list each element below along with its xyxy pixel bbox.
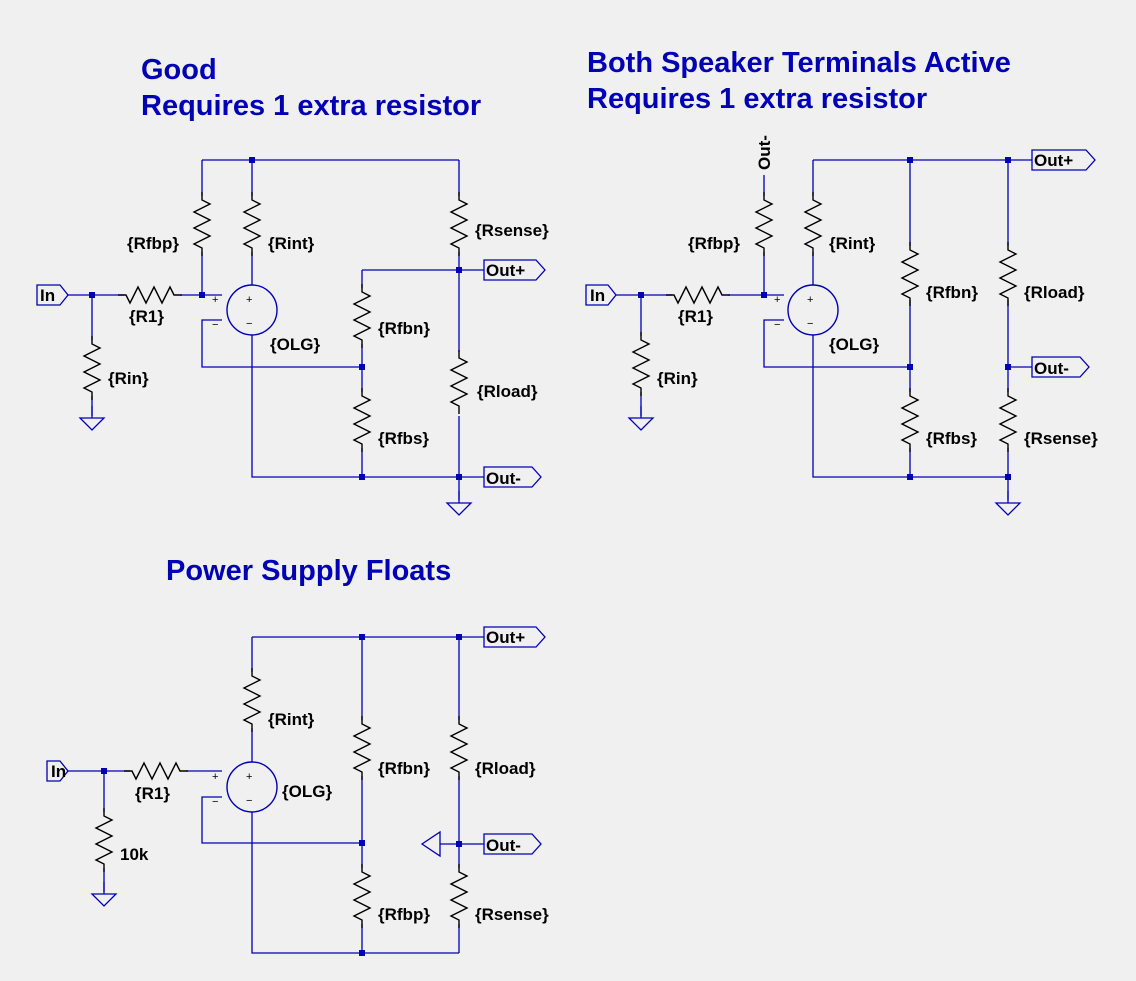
flag-out-minus <box>1031 356 1090 378</box>
label-rfbp: {Rfbp} <box>378 905 430 924</box>
ground-icon <box>628 405 654 431</box>
title-both-terminals: Both Speaker Terminals Active <box>587 47 1011 79</box>
resistor-r1 <box>123 762 189 780</box>
circuit-good: + − + − In {Rfbp} {Rint} {Rsense} {R1} {… <box>36 157 549 516</box>
resistor-rin <box>83 335 101 401</box>
resistor-10k <box>95 807 113 873</box>
svg-text:−: − <box>212 796 218 808</box>
title-good: Good <box>141 54 217 86</box>
label-olg: {OLG} <box>282 782 332 801</box>
label-out-minus-vertical: Out- <box>755 135 774 170</box>
ground-icon <box>79 405 105 431</box>
flag-out-plus <box>483 626 546 648</box>
label-olg: {OLG} <box>829 335 879 354</box>
circuit-both-terminals: + − + − In Out- {Rfbp} {Rint} {R1} {Rin}… <box>585 135 1098 516</box>
subtitle-both-terminals: Requires 1 extra resistor <box>587 83 927 115</box>
svg-text:+: + <box>774 294 780 306</box>
label-rfbs: {Rfbs} <box>926 429 977 448</box>
flag-out-plus <box>483 259 546 281</box>
label-rfbn: {Rfbn} <box>926 283 978 302</box>
resistor-r1 <box>117 286 183 304</box>
ground-icon <box>91 881 117 907</box>
flag-out-minus <box>483 466 542 488</box>
svg-text:+: + <box>212 771 218 783</box>
resistor-rfbp <box>193 191 211 257</box>
label-out-plus: Out+ <box>1034 151 1073 170</box>
resistor-r1 <box>665 286 731 304</box>
resistor-rload <box>999 241 1017 307</box>
resistor-rfbp <box>755 191 773 257</box>
label-out-minus: Out- <box>1034 359 1069 378</box>
opamp-olg <box>787 284 839 336</box>
flag-in <box>36 284 69 306</box>
opamp-plus-pin: + <box>246 294 252 306</box>
resistor-rfbp <box>353 863 371 929</box>
ground-icon <box>995 490 1021 516</box>
resistor-rfbn <box>353 715 371 781</box>
flag-in <box>585 284 617 306</box>
subtitle-good: Requires 1 extra resistor <box>141 90 481 122</box>
flag-out-plus <box>1031 149 1096 171</box>
label-r1: {R1} <box>129 307 164 326</box>
resistor-rfbs <box>901 387 919 453</box>
label-rfbn: {Rfbn} <box>378 759 430 778</box>
circuit-power-supply-floats: + − + − In {Rint} {R1} {OLG} {Rfbn} {Rlo… <box>46 626 549 956</box>
resistor-rsense <box>450 191 468 257</box>
resistor-rfbs <box>353 387 371 453</box>
label-rint: {Rint} <box>829 234 876 253</box>
title-power-supply-floats: Power Supply Floats <box>166 555 451 587</box>
svg-text:+: + <box>246 771 252 783</box>
svg-text:+: + <box>807 294 813 306</box>
label-rfbp: {Rfbp} <box>688 234 740 253</box>
svg-text:−: − <box>774 319 780 331</box>
label-rint: {Rint} <box>268 710 315 729</box>
label-r1: {R1} <box>135 784 170 803</box>
resistor-rin <box>632 331 650 397</box>
label-rin: {Rin} <box>108 369 149 388</box>
label-rint: {Rint} <box>268 234 315 253</box>
svg-text:−: − <box>246 795 252 807</box>
ground-icon <box>446 490 472 516</box>
resistor-rload <box>450 349 468 415</box>
label-10k: 10k <box>120 845 149 864</box>
label-rin: {Rin} <box>657 369 698 388</box>
resistor-rsense <box>999 387 1017 453</box>
resistor-rfbn <box>901 241 919 307</box>
input-minus-pin: − <box>212 319 218 331</box>
label-out-plus: Out+ <box>486 628 525 647</box>
label-out-plus: Out+ <box>486 261 525 280</box>
label-in: In <box>40 286 55 305</box>
label-rload: {Rload} <box>477 382 538 401</box>
resistor-rsense <box>450 863 468 929</box>
input-plus-pin: + <box>212 294 218 306</box>
label-out-minus: Out- <box>486 836 521 855</box>
label-rfbp: {Rfbp} <box>127 234 179 253</box>
label-r1: {R1} <box>678 307 713 326</box>
label-olg: {OLG} <box>270 335 320 354</box>
label-rsense: {Rsense} <box>1024 429 1098 448</box>
opamp-olg <box>226 284 278 336</box>
flag-out-minus <box>483 833 542 855</box>
resistor-rint <box>804 191 822 257</box>
label-rload: {Rload} <box>475 759 536 778</box>
label-rsense: {Rsense} <box>475 221 549 240</box>
flag-in <box>46 760 69 782</box>
resistor-rint <box>243 191 261 257</box>
label-rfbn: {Rfbn} <box>378 319 430 338</box>
label-in: In <box>590 286 605 305</box>
label-rload: {Rload} <box>1024 283 1085 302</box>
resistor-rint <box>243 667 261 733</box>
opamp-minus-pin: − <box>246 318 252 330</box>
resistor-rload <box>450 715 468 781</box>
label-out-minus: Out- <box>486 469 521 488</box>
label-in: In <box>51 762 66 781</box>
label-rsense: {Rsense} <box>475 905 549 924</box>
resistor-rfbn <box>353 283 371 349</box>
svg-text:−: − <box>807 318 813 330</box>
opamp-olg <box>226 761 278 813</box>
label-rfbs: {Rfbs} <box>378 429 429 448</box>
ground-icon <box>420 830 441 858</box>
